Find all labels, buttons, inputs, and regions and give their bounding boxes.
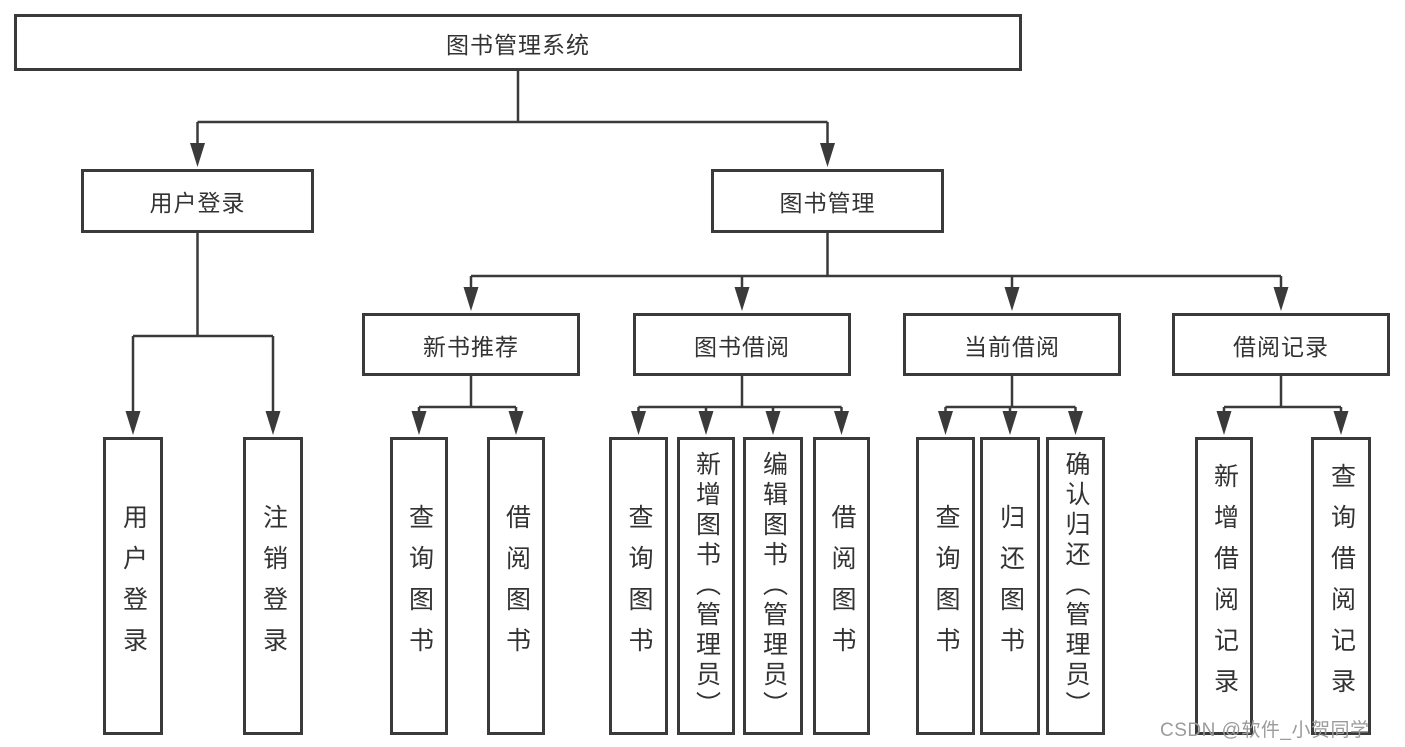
csdn-watermark: CSDN @软件_小贺同学	[1160, 720, 1370, 741]
leaf-borrow-books-recommend: 借阅图书	[487, 437, 545, 735]
leaf-label: 新增借阅记录	[1210, 463, 1239, 709]
leaf-label: 确认归还（管理员）	[1062, 451, 1090, 721]
leaf-borrow-books-borrowing: 借阅图书	[813, 437, 870, 735]
node-new-book-recommend: 新书推荐	[362, 313, 580, 376]
leaf-query-books-recommend: 查询图书	[390, 437, 448, 735]
node-book-management-branch: 图书管理	[711, 169, 944, 233]
node-library-management-system: 图书管理系统	[14, 14, 1022, 71]
connector-paths	[131, 70, 1343, 414]
leaf-label: 编辑图书（管理员）	[759, 451, 788, 721]
node-book-borrowing: 图书借阅	[633, 313, 851, 376]
leaf-label: 注销登录	[259, 504, 288, 668]
leaf-logout: 注销登录	[243, 437, 303, 735]
arrowhead-icons	[125, 143, 1349, 435]
leaf-query-books-borrowing: 查询图书	[609, 437, 668, 735]
leaf-label: 借阅图书	[828, 504, 856, 668]
leaf-label: 查询借阅记录	[1327, 463, 1356, 709]
node-user-login-branch: 用户登录	[81, 169, 314, 233]
leaf-label: 归还图书	[996, 504, 1025, 668]
leaf-confirm-return-admin: 确认归还（管理员）	[1046, 437, 1105, 735]
leaf-add-books-admin: 新增图书（管理员）	[677, 437, 735, 735]
leaf-label: 新增图书（管理员）	[692, 451, 721, 721]
leaf-label: 借阅图书	[502, 504, 531, 668]
leaf-return-books: 归还图书	[980, 437, 1040, 735]
node-current-borrowing: 当前借阅	[903, 313, 1121, 376]
leaf-label: 用户登录	[119, 504, 148, 668]
leaf-user-login: 用户登录	[103, 437, 163, 735]
leaf-label: 查询图书	[405, 504, 434, 668]
leaf-query-books-current: 查询图书	[916, 437, 975, 735]
leaf-add-borrow-record: 新增借阅记录	[1195, 437, 1253, 735]
leaf-label: 查询图书	[625, 504, 653, 668]
leaf-label: 查询图书	[932, 504, 960, 668]
leaf-edit-books-admin: 编辑图书（管理员）	[743, 437, 803, 735]
node-borrowing-records: 借阅记录	[1172, 313, 1390, 376]
leaf-query-borrow-record: 查询借阅记录	[1311, 437, 1371, 735]
